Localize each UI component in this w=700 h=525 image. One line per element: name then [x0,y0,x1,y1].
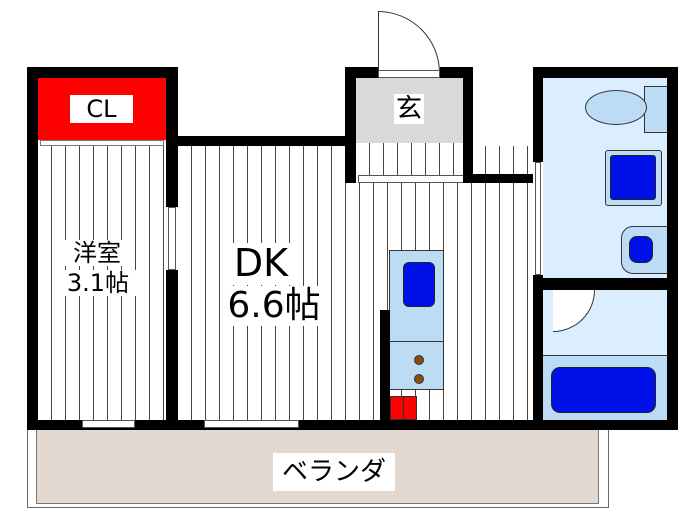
toilet-tank [644,86,669,133]
dk-size: 6.6帖 [222,286,326,326]
sliding-door[interactable] [168,207,176,270]
entrance-label: 玄 [394,94,424,124]
western-room-name: 洋室 [62,240,132,266]
western-room-size: 3.1帖 [60,270,136,296]
closet: CL [38,78,166,140]
window[interactable] [82,420,135,428]
balcony: ベランダ [27,428,609,508]
kitchen-sink [403,262,435,307]
closet-label: CL [70,95,133,123]
washing-machine [605,150,662,206]
entrance-door[interactable] [378,11,440,73]
bathtub [551,367,656,413]
stove-burner [414,355,424,365]
dk-name: DK [226,242,296,285]
entrance: 玄 [356,78,463,143]
balcony-label: ベランダ [273,453,395,491]
stove-burner [414,374,424,384]
wash-basin [621,226,669,274]
sliding-door[interactable] [535,162,541,275]
entrance-step [358,175,473,183]
toilet-bowl [585,90,647,125]
window[interactable] [204,420,299,428]
